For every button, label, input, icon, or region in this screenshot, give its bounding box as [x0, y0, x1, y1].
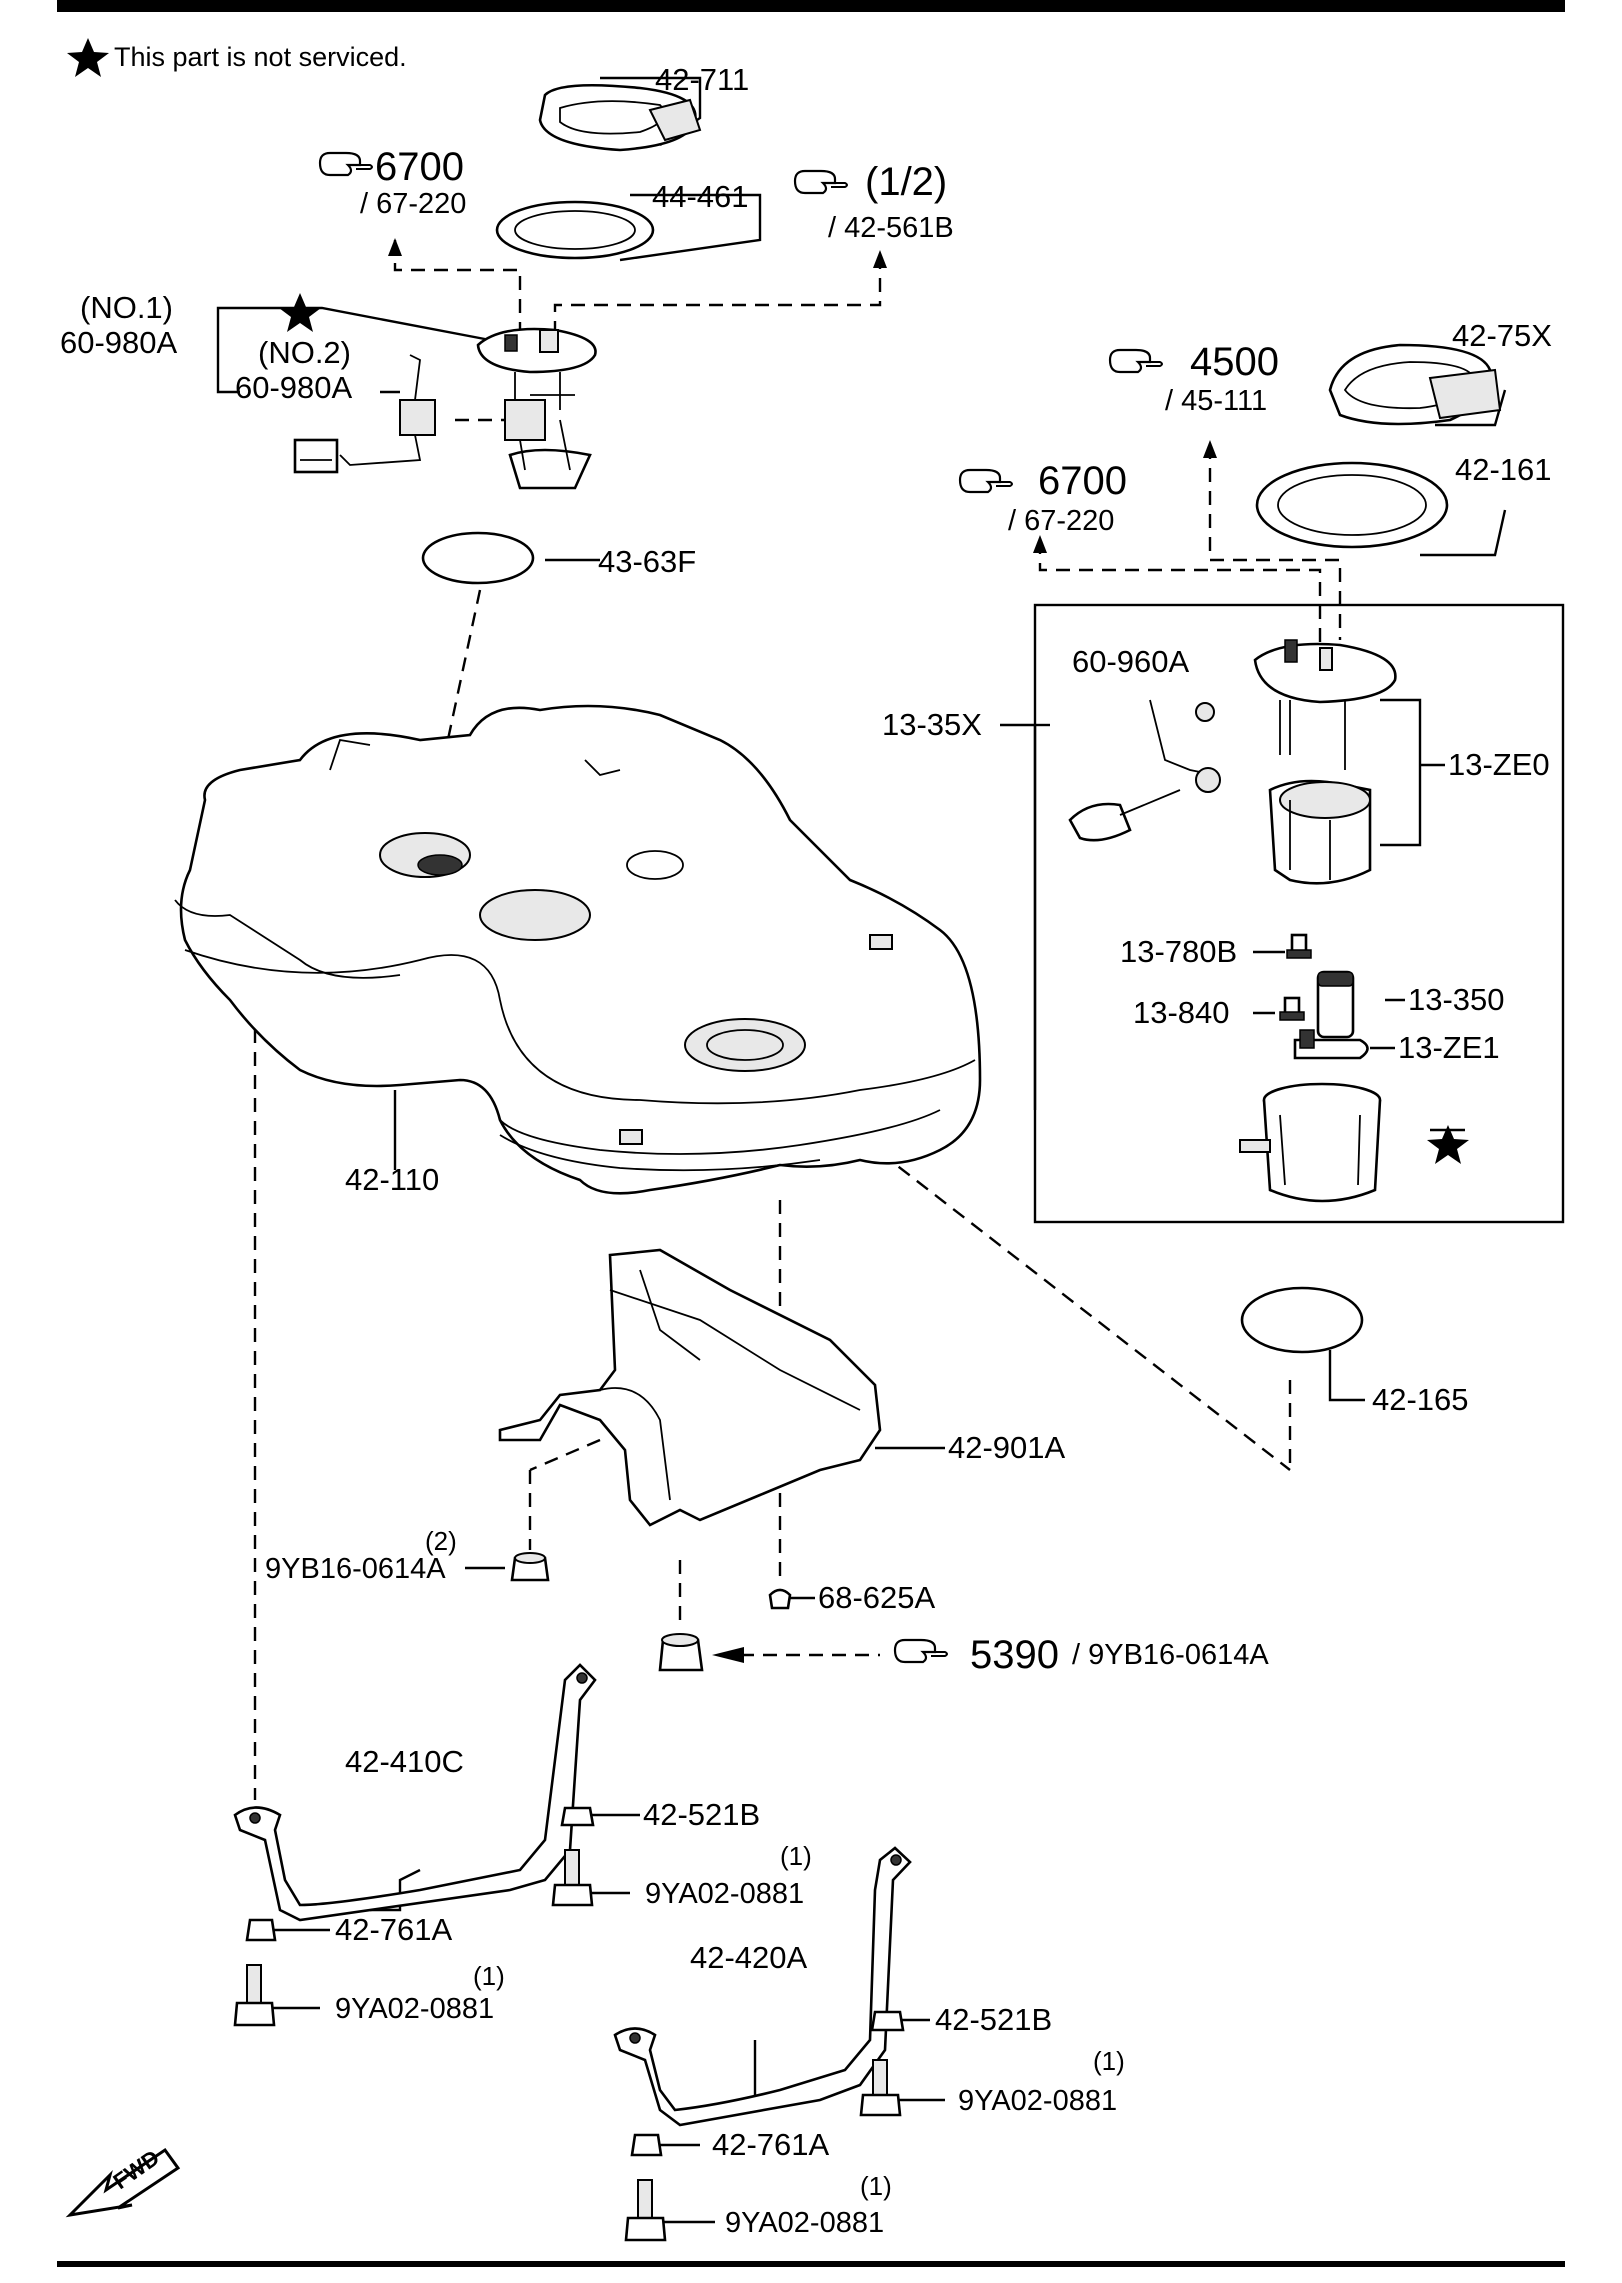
o-ring-42-165	[1240, 1286, 1364, 1354]
retainer-ring-42-75x	[1328, 343, 1502, 426]
ref-4500-sub: / 45-111	[1165, 385, 1267, 417]
star-icon	[1427, 1125, 1469, 1164]
label-42-761a-2: 42-761A	[712, 2127, 830, 2162]
reservoir-cup	[1239, 1082, 1382, 1203]
gasket-44-461	[495, 200, 655, 260]
label-42-761a-1: 42-761A	[335, 1912, 453, 1947]
fuel-pump-parts	[1279, 933, 1369, 1060]
label-42-901a: 42-901A	[948, 1430, 1066, 1465]
strap-42-410c	[233, 1663, 597, 1922]
fuel-sender-60-980a	[476, 327, 597, 490]
label-68-625a: 68-625A	[818, 1580, 936, 1615]
label-9ya02-0881-b: 9YA02-0881	[335, 1993, 494, 2025]
label-9yb16-0614a: 9YB16-0614A	[265, 1553, 446, 1585]
gasket-42-161	[1255, 461, 1449, 549]
label-42-420a: 42-420A	[690, 1940, 808, 1975]
label-9ya02-0881-c: 9YA02-0881	[958, 2085, 1117, 2117]
ref-6700-a-sub: / 67-220	[360, 188, 466, 220]
reference-hand-icon	[793, 169, 849, 195]
fwd-arrow-icon: FWD	[65, 2145, 181, 2218]
label-60-980a-1: 60-980A	[60, 325, 178, 360]
arrowhead	[1203, 440, 1217, 458]
label-42-410c: 42-410C	[345, 1744, 464, 1779]
ref-1-2-sub: / 42-561B	[828, 212, 954, 244]
strap-42-420a	[613, 1846, 912, 2127]
label-60-980a-2: 60-980A	[235, 370, 353, 405]
heat-shield-42-901a	[498, 1248, 882, 1527]
label-42-521b-2: 42-521B	[935, 2002, 1052, 2037]
reference-hand-icon	[958, 468, 1014, 494]
label-60-960a: 60-960A	[1072, 644, 1190, 679]
bottom-border	[57, 2261, 1565, 2267]
label-13-35x: 13-35X	[882, 707, 982, 742]
callout-labels: 42-711 6700 / 67-220 44-461 (1/2) / 42-5…	[60, 62, 1552, 2239]
arrowhead	[1033, 535, 1047, 553]
fuel-sender-no2	[293, 354, 436, 474]
ref-5390: 5390	[970, 1633, 1059, 1677]
reference-hand-icon	[1108, 348, 1164, 374]
top-border	[57, 0, 1565, 12]
ref-1-2: (1/2)	[865, 160, 947, 204]
label-42-110: 42-110	[345, 1162, 439, 1197]
star-icon	[67, 38, 109, 77]
fasteners	[510, 1552, 792, 1672]
label-9ya02-0881-d: 9YA02-0881	[725, 2207, 884, 2239]
reference-hand-icon	[318, 151, 374, 177]
not-serviced-note: This part is not serviced.	[114, 42, 407, 72]
fuel-pump-kit-frame	[1033, 603, 1565, 1224]
qty-1c: (1)	[1093, 2046, 1125, 2076]
reference-hand-icon	[893, 1638, 949, 1664]
label-44-461: 44-461	[652, 179, 749, 214]
ref-5390-sub: / 9YB16-0614A	[1072, 1639, 1269, 1671]
label-no1: (NO.1)	[80, 290, 173, 325]
retainer-ring-42-711	[538, 83, 702, 152]
star-icon	[279, 293, 321, 332]
ref-6700-a: 6700	[375, 145, 464, 189]
ref-4500: 4500	[1190, 340, 1279, 384]
label-9ya02-0881-a: 9YA02-0881	[645, 1878, 804, 1910]
arrowhead	[388, 238, 402, 256]
label-42-711: 42-711	[655, 62, 749, 97]
qty-1b: (1)	[473, 1961, 505, 1991]
label-13-840: 13-840	[1133, 995, 1230, 1030]
fuel-tank-42-110	[174, 704, 982, 1195]
qty-1a: (1)	[780, 1841, 812, 1871]
label-42-521b-1: 42-521B	[643, 1797, 760, 1832]
label-13-ze0: 13-ZE0	[1448, 747, 1550, 782]
label-13-ze1: 13-ZE1	[1398, 1030, 1500, 1065]
label-42-75x: 42-75X	[1452, 318, 1552, 353]
ref-6700-b: 6700	[1038, 459, 1127, 503]
strap-fasteners	[233, 1806, 905, 2242]
qty-1d: (1)	[860, 2171, 892, 2201]
label-13-350: 13-350	[1408, 982, 1505, 1017]
label-42-165: 42-165	[1372, 1382, 1469, 1417]
label-43-63f: 43-63F	[598, 544, 696, 579]
level-sensor-60-960a	[1068, 699, 1221, 842]
arrowhead	[873, 250, 887, 268]
ref-6700-b-sub: / 67-220	[1008, 505, 1114, 537]
o-ring-43-63f	[421, 531, 535, 585]
label-13-780b: 13-780B	[1120, 934, 1237, 969]
qty-2: (2)	[425, 1526, 457, 1556]
label-42-161: 42-161	[1455, 452, 1552, 487]
label-no2: (NO.2)	[258, 335, 351, 370]
fuel-pump-module-13-ze0	[1253, 639, 1397, 885]
